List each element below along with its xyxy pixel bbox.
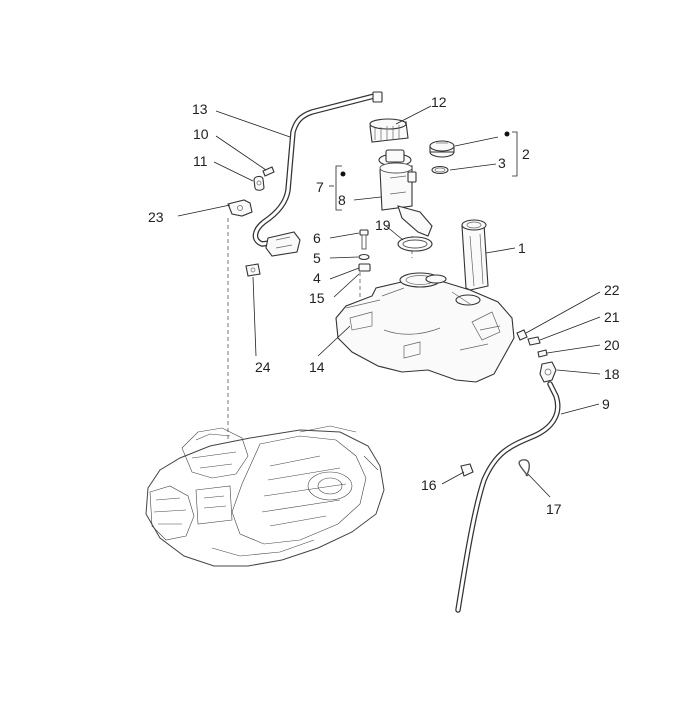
callout-17: 17 — [546, 501, 562, 517]
callout-20: 20 — [604, 337, 620, 353]
callout-7: 7 — [316, 179, 324, 195]
callout-24: 24 — [255, 359, 271, 375]
callout-11: 11 — [193, 153, 208, 169]
group-bracket-7 — [335, 165, 346, 211]
part-3-gasket — [431, 165, 449, 175]
callout-9: 9 — [602, 396, 610, 412]
callout-19: 19 — [375, 217, 391, 233]
part-9-drain-hose — [455, 381, 561, 613]
callout-10: 10 — [193, 126, 209, 142]
callout-8: 8 — [338, 192, 346, 208]
callout-2: 2 — [522, 146, 530, 162]
part-12-ring-nut — [369, 118, 409, 143]
part-19-seal — [397, 236, 433, 252]
callout-21: 21 — [604, 309, 620, 325]
part-11-clamp — [253, 175, 265, 191]
callout-18: 18 — [604, 366, 620, 382]
group-bracket-2 — [504, 131, 518, 177]
callout-6: 6 — [313, 230, 321, 246]
part-13-hose — [252, 91, 383, 247]
callout-14: 14 — [309, 359, 325, 375]
part-10-clip — [262, 166, 275, 177]
part-18-valve — [539, 361, 557, 383]
callout-1: 1 — [518, 240, 526, 256]
part-21-hose-piece — [527, 336, 541, 346]
part-24-valve — [245, 263, 261, 277]
part-20-clip — [537, 349, 548, 358]
callout-labels: 1 2 3 4 5 6 7 8 9 10 11 12 13 14 15 16 1… — [148, 94, 620, 517]
engine-assembly — [145, 425, 385, 567]
part-5-washer — [358, 253, 370, 261]
callout-22: 22 — [604, 282, 620, 298]
callout-16: 16 — [421, 477, 437, 493]
part-4-rubber-mount — [358, 263, 371, 272]
callout-4: 4 — [313, 270, 321, 286]
part-1-filler-neck — [461, 219, 489, 291]
callout-3: 3 — [498, 155, 506, 171]
part-17-spring-clip — [518, 459, 530, 477]
hose-connector — [265, 231, 301, 257]
callout-15: 15 — [309, 290, 325, 306]
callout-13: 13 — [192, 101, 208, 117]
part-23-bracket — [227, 199, 253, 217]
part-8-fuel-pump — [378, 149, 433, 237]
hose-end-fitting — [372, 91, 383, 103]
part-2-fuel-cap — [429, 140, 455, 158]
callout-23: 23 — [148, 209, 164, 225]
callout-12: 12 — [431, 94, 447, 110]
part-14-fuel-tank — [335, 272, 515, 383]
part-6-bolt — [359, 229, 369, 250]
callout-5: 5 — [313, 250, 321, 266]
leader-lines — [177, 105, 601, 498]
part-22-connector — [516, 329, 528, 341]
part-16-clip — [460, 463, 474, 477]
